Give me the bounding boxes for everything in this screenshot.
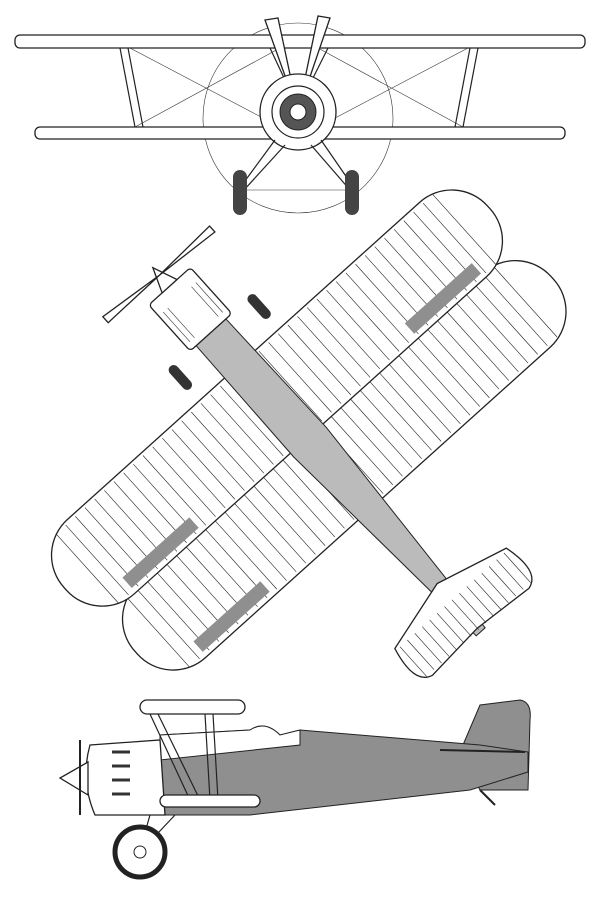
wing-rib: [426, 327, 490, 399]
lower-wing-side: [159, 794, 261, 808]
engine-inner-ring: [271, 85, 325, 139]
wing-rib: [459, 592, 487, 624]
wing-rib: [474, 284, 538, 355]
wing-rib: [287, 324, 352, 396]
wing-rib: [466, 586, 494, 617]
upper-wing-side: [139, 699, 246, 715]
wing-rib: [503, 552, 531, 583]
wing-rib: [136, 588, 200, 660]
wing-rib: [65, 524, 129, 596]
wing-rib: [387, 362, 452, 433]
wing-rib: [407, 639, 435, 670]
wing-rib: [488, 566, 517, 597]
wing-rib: [444, 606, 472, 637]
exhaust-stubs: [112, 750, 130, 796]
wing-rib: [220, 385, 284, 456]
propeller-disc: [202, 22, 394, 214]
wing-rib: [181, 420, 245, 491]
wing-rib: [200, 403, 265, 474]
wing-rib: [329, 414, 394, 486]
wing-rib: [126, 597, 191, 668]
wing-rib: [421, 626, 450, 657]
wing-rib: [496, 559, 524, 590]
wing-rib: [432, 194, 496, 265]
wing-rib: [210, 394, 274, 465]
wing-rib: [252, 484, 316, 555]
wing-rib: [464, 293, 529, 364]
wing-rib: [484, 275, 548, 346]
wing-rib: [406, 345, 471, 416]
wing-rib: [368, 380, 432, 451]
wing-rib: [414, 633, 442, 664]
wing-rib: [213, 519, 278, 590]
upper-aileron-left: [122, 517, 199, 589]
wing-rib: [297, 316, 361, 387]
wing-rib: [162, 437, 226, 509]
wing-rib: [481, 572, 509, 604]
tailskid: [479, 789, 496, 806]
wing-rib: [281, 458, 345, 529]
wing-rib: [397, 353, 461, 425]
cockpit-area: [159, 725, 301, 761]
wing-rib: [268, 342, 332, 413]
wing-rib: [339, 406, 403, 477]
propeller-hub: [289, 103, 307, 121]
upper-wing-front: [14, 34, 586, 49]
wing-rib: [335, 281, 400, 352]
wing-rib: [416, 336, 480, 407]
wing-rib: [262, 475, 326, 546]
wing-rib: [191, 411, 255, 483]
wing-rib: [358, 388, 423, 459]
left-wheel-front: [233, 170, 247, 215]
wing-rib: [223, 510, 287, 581]
wing-rib: [258, 350, 323, 422]
wing-rib: [152, 446, 216, 517]
wing-rib: [445, 310, 509, 381]
wing-rib: [345, 272, 409, 343]
side-view: [58, 699, 531, 880]
wing-rib: [278, 333, 342, 404]
landing-gear-front: [241, 139, 353, 191]
upper-aileron-right: [404, 263, 482, 334]
propeller-blades-top: [101, 225, 216, 324]
wing-rib: [171, 429, 236, 500]
spinner-side: [58, 760, 89, 797]
right-wheel-top: [247, 294, 271, 319]
wing-rib: [474, 579, 502, 610]
left-wheel-top: [168, 365, 193, 390]
front-view: [14, 15, 586, 215]
engine-vents: [163, 282, 223, 343]
wing-rib: [422, 203, 487, 274]
wing-rib: [435, 319, 500, 390]
wing-rib: [271, 467, 336, 538]
wing-rib: [242, 493, 307, 564]
tailplane-side: [439, 749, 526, 753]
wing-rib: [233, 501, 297, 573]
wing-rib: [399, 646, 427, 677]
wing-rib: [451, 599, 479, 630]
right-wheel-front: [345, 170, 359, 215]
cabane-struts-side: [149, 713, 219, 801]
lower-aileron-left: [193, 581, 270, 652]
top-view: [50, 189, 567, 678]
wing-rib: [326, 290, 390, 361]
wheel-hub-side: [133, 845, 147, 859]
stabilizer-ribs: [399, 552, 531, 677]
propeller-spinner-top: [151, 266, 179, 295]
wing-rib: [429, 619, 457, 650]
wing-rib: [349, 397, 413, 468]
wing-rib: [55, 533, 120, 604]
wing-rib: [306, 307, 371, 378]
wing-rib: [455, 301, 519, 372]
wing-rib: [316, 298, 381, 369]
wing-rib: [142, 455, 207, 526]
interplane-struts: [119, 47, 479, 128]
wing-rib: [493, 266, 558, 338]
wing-rib: [436, 613, 465, 644]
wing-rib: [377, 371, 442, 442]
